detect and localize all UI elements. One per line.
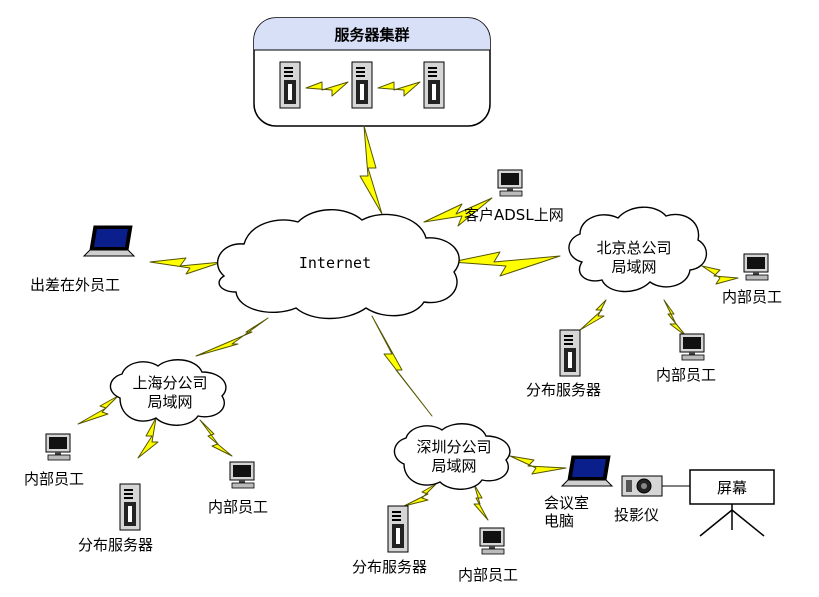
projector-icon [621,475,663,497]
link-adsl-icon [423,197,493,227]
link-sz-staff-icon [473,483,489,521]
cluster-server-2-icon [351,61,373,109]
sh-staff-left-monitor-icon [45,433,71,461]
screen-icon [689,469,775,537]
link-bj-staff2-icon [663,299,687,337]
link-shanghai-icon [195,317,269,357]
client-adsl-label: 客户ADSL上网 [464,206,564,224]
cluster-server-3-icon [423,61,445,109]
meeting-pc-line2: 电脑 [544,512,574,530]
traveling-staff-label: 出差在外员工 [30,276,120,294]
sz-staff-monitor-icon [479,527,505,555]
link-travel-icon [149,257,223,275]
bj-staff2-monitor-icon [679,333,705,361]
server-cluster-title: 服务器集群 [334,26,409,44]
internet-cloud [216,209,460,320]
shenzhen-cloud-line1: 深圳分公司 [416,438,491,456]
beijing-cloud-line1: 北京总公司 [596,239,671,257]
bj-server-label: 分布服务器 [526,381,601,399]
cluster-link-2-icon [377,81,421,97]
sh-staff-right-monitor-icon [229,461,255,489]
shenzhen-cloud [393,423,511,490]
beijing-cloud-line2: 局域网 [611,258,656,276]
sh-server-label: 分布服务器 [78,536,153,554]
sz-server-icon [387,505,409,553]
link-shenzhen-icon [371,315,433,417]
shanghai-cloud-line2: 局域网 [147,393,192,411]
link-sz-meeting-icon [509,455,567,475]
shenzhen-cloud-line2: 局域网 [431,457,476,475]
link-bj-server-icon [579,299,607,331]
internet-label: Internet [299,254,371,272]
server-cluster: 服务器集群 [253,17,491,127]
server-cluster-header [254,18,490,50]
sh-server-icon [119,483,141,531]
link-bj-staff-icon [701,265,739,285]
sh-staff-left-label: 内部员工 [24,470,84,488]
traveling-laptop-icon [83,225,135,257]
sz-server-label: 分布服务器 [352,558,427,576]
projector-label: 投影仪 [614,506,659,524]
beijing-cloud [568,206,708,293]
client-adsl-monitor-icon [497,169,523,197]
bj-staff-label: 内部员工 [722,288,782,306]
link-sz-server-icon [403,483,437,507]
meeting-pc-line1: 会议室 [544,494,589,512]
link-cluster-internet-icon [359,125,383,215]
link-sh-staff-left-icon [77,395,119,425]
bj-staff-monitor-icon [743,253,769,281]
link-beijing-icon [451,251,561,277]
shanghai-cloud-line1: 上海分公司 [132,374,207,392]
screen-label: 屏幕 [717,479,747,497]
meeting-laptop-icon [561,455,613,487]
cluster-link-1-icon [305,81,349,97]
bj-staff2-label: 内部员工 [656,366,716,384]
bj-server-icon [559,329,581,377]
sz-staff-label: 内部员工 [458,566,518,584]
cluster-server-1-icon [279,61,301,109]
link-sh-server-icon [137,417,159,459]
shanghai-cloud [109,359,227,426]
link-sh-staff-right-icon [199,419,233,457]
sh-staff-right-label: 内部员工 [208,498,268,516]
